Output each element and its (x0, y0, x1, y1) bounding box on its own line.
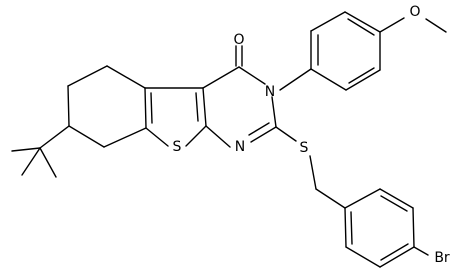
carbonyl-oxygen-label: O (233, 32, 244, 48)
bond (106, 65, 146, 89)
tert-butyl-group (11, 125, 70, 178)
bond (145, 127, 169, 147)
bond-double-inner (380, 195, 408, 212)
bond (39, 147, 57, 178)
bond (68, 125, 105, 148)
methoxy-oxygen-label: O (409, 4, 420, 20)
bond (275, 126, 297, 142)
cyclohexene-ring (67, 65, 153, 148)
bond (67, 85, 70, 127)
bond (238, 66, 266, 85)
bond (21, 147, 41, 176)
bond (379, 17, 405, 33)
bond (144, 87, 147, 129)
bond-double-inner (348, 67, 375, 84)
bond (379, 188, 414, 209)
bond (11, 147, 41, 152)
bond (345, 246, 381, 268)
bond (379, 246, 415, 268)
bond-double-inner (350, 211, 353, 245)
bond (315, 188, 346, 209)
bond (202, 87, 207, 127)
bond (103, 127, 147, 148)
bond (67, 65, 108, 87)
n3-nitrogen-label: N (265, 84, 275, 100)
bond (344, 11, 381, 33)
thiophene-sulfur-label: S (173, 139, 182, 155)
bond (412, 207, 415, 248)
bond-double-inner (248, 122, 270, 136)
bond-double-inner (380, 243, 409, 261)
thiophene-ring (144, 87, 207, 147)
bond (345, 69, 381, 91)
bond (309, 155, 317, 190)
bond-double-inner (150, 92, 153, 124)
bond (185, 125, 207, 147)
bond-double-inner (347, 18, 375, 36)
n1-nitrogen-label: N (235, 139, 245, 155)
bond (310, 68, 347, 91)
bond (344, 188, 381, 209)
carbonyl-group (235, 45, 243, 67)
bond (344, 207, 347, 248)
methoxyphenyl-group (279, 11, 447, 91)
bromine-label: Br (434, 250, 450, 266)
thioether-linker (275, 126, 346, 209)
bond (425, 18, 447, 33)
bond (250, 126, 277, 143)
bond-double-inner (195, 92, 199, 122)
bond (205, 125, 231, 148)
bond (271, 96, 277, 128)
bond (202, 66, 240, 89)
bond (39, 125, 70, 149)
bond (413, 246, 429, 256)
bond (279, 68, 312, 91)
thioether-sulfur-label: S (300, 140, 309, 156)
bond (310, 11, 346, 32)
bromophenyl-group (344, 188, 429, 268)
pyrimidinone-ring (202, 66, 277, 148)
